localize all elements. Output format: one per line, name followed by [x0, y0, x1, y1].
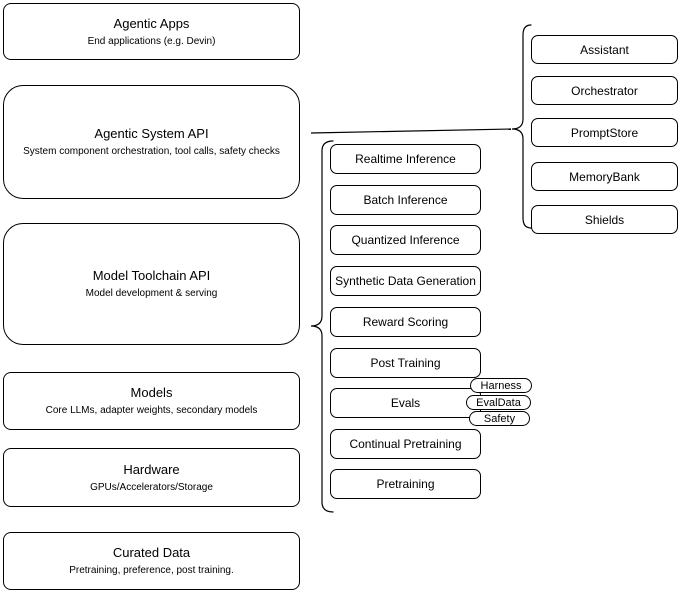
system-component-memorybank: MemoryBank — [531, 162, 678, 191]
layer-subtitle: System component orchestration, tool cal… — [23, 146, 280, 157]
system-component-orchestrator: Orchestrator — [531, 76, 678, 105]
evals-tag-safety: Safety — [469, 411, 530, 426]
layer-subtitle: End applications (e.g. Devin) — [87, 35, 216, 47]
layer-agentic-system-api: Agentic System API System component orch… — [3, 85, 300, 199]
system-component-assistant: Assistant — [531, 35, 678, 64]
toolchain-item-batch-inference: Batch Inference — [330, 185, 481, 215]
toolchain-item-quantized-inference: Quantized Inference — [330, 225, 481, 255]
toolchain-item-reward-scoring: Reward Scoring — [330, 307, 481, 337]
layer-subtitle: Core LLMs, adapter weights, secondary mo… — [45, 405, 258, 416]
system-component-promptstore: PromptStore — [531, 118, 678, 147]
layer-hardware: Hardware GPUs/Accelerators/Storage — [3, 448, 300, 507]
layer-subtitle: GPUs/Accelerators/Storage — [90, 481, 213, 493]
toolchain-item-realtime-inference: Realtime Inference — [330, 144, 481, 174]
toolchain-item-evals: Evals — [330, 388, 481, 418]
layer-subtitle: Model development & serving — [85, 288, 218, 299]
toolchain-item-post-training: Post Training — [330, 348, 481, 378]
toolchain-item-pretraining: Pretraining — [330, 469, 481, 499]
layer-title: Curated Data — [112, 545, 191, 560]
system-component-shields: Shields — [531, 205, 678, 234]
layer-agentic-apps: Agentic Apps End applications (e.g. Devi… — [3, 3, 300, 60]
layer-title: Agentic Apps — [113, 15, 190, 31]
layer-model-toolchain-api: Model Toolchain API Model development & … — [3, 223, 300, 345]
layer-title: Model Toolchain API — [92, 268, 211, 283]
toolchain-item-synthetic-data-generation: Synthetic Data Generation — [330, 266, 481, 296]
layer-title: Agentic System API — [94, 126, 209, 141]
layer-subtitle: Pretraining, preference, post training. — [69, 565, 234, 576]
system-components-brace — [511, 24, 532, 229]
layer-models: Models Core LLMs, adapter weights, secon… — [3, 372, 300, 430]
layer-title: Hardware — [123, 461, 180, 477]
evals-tag-harness: Harness — [470, 378, 532, 393]
layer-curated-data: Curated Data Pretraining, preference, po… — [3, 532, 300, 590]
layer-title: Models — [130, 385, 173, 400]
toolchain-item-continual-pretraining: Continual Pretraining — [330, 429, 481, 459]
evals-tag-evaldata: EvalData — [466, 395, 531, 410]
system-api-connector-line — [310, 128, 512, 134]
